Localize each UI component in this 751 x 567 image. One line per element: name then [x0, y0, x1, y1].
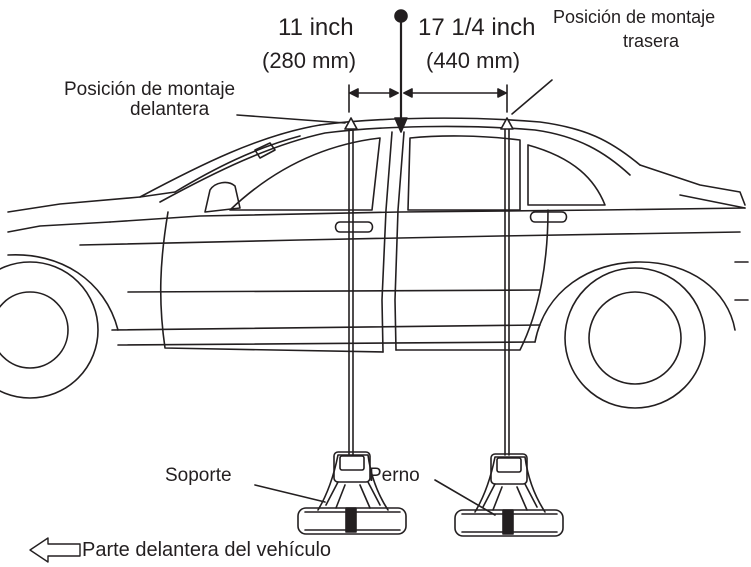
rear-dim-arrowhead-right-icon: [497, 88, 507, 98]
rear-bracket-arms: [482, 483, 538, 511]
hood-line: [7, 191, 176, 213]
rocker-bottom: [117, 341, 536, 346]
front-spacing-inch: 11 inch: [278, 14, 354, 41]
rear-spacing-inch: 17 1/4 inch: [418, 14, 536, 41]
lower-line: [127, 289, 541, 293]
rear-spacing-mm: (440 mm): [426, 48, 521, 73]
bracket-leader: [254, 484, 326, 503]
dot-arrow-down-icon: [394, 9, 408, 133]
roof-inner-line: [159, 125, 631, 203]
bolt-leader: [434, 479, 496, 516]
front-mount-triangle-icon: [344, 117, 358, 130]
side-mirror: [204, 181, 241, 213]
rear-bolt-icon: [502, 509, 514, 535]
roof-line: [319, 117, 641, 166]
rear-wheel-arch: [534, 261, 736, 343]
b-pillar: [381, 131, 393, 353]
front-bracket-top: [333, 451, 371, 483]
front-dim-arrowhead-left-icon: [349, 88, 359, 98]
front-door: [159, 211, 384, 353]
rear-door-handle: [529, 211, 568, 223]
front-bracket: [297, 451, 407, 535]
dimension-lines: [348, 84, 508, 113]
rear-bracket-body: [474, 456, 546, 513]
front-direction-label: Parte delantera del vehículo: [82, 539, 332, 561]
rear-wheel-rim: [588, 291, 682, 385]
arrow-left-outline-icon: [29, 537, 81, 563]
front-bumper: [7, 221, 111, 233]
rear-wheel: [564, 267, 706, 409]
car-body: [0, 117, 749, 409]
front-mount-label-line2: delantera: [130, 99, 210, 120]
rear-bracket-top: [490, 453, 528, 485]
rear-mount-label-line1: Posición de montaje: [553, 7, 716, 27]
belt-line: [109, 207, 746, 223]
bolt-label: Perno: [369, 465, 420, 486]
front-wheel-arch: [7, 254, 119, 331]
rear-mount-label-line2: trasera: [623, 31, 680, 51]
front-door-window: [229, 137, 381, 211]
front-bolt-icon: [345, 507, 357, 533]
rear-bracket: [454, 453, 564, 537]
rear-quarter-window: [527, 144, 606, 206]
rear-mount-leader: [511, 79, 553, 115]
trunk-lower: [679, 194, 746, 209]
front-wheel: [0, 261, 99, 399]
front-wheel-rim: [0, 291, 69, 369]
windshield: [139, 124, 321, 198]
front-mount-leader: [236, 114, 346, 124]
a-pillar-strip: [254, 142, 276, 159]
front-mount-label-line1: Posición de montaje: [64, 79, 236, 100]
trunk-line: [639, 164, 746, 206]
rear-bumper: [734, 261, 749, 301]
rear-door-window: [407, 135, 521, 211]
rear-dim-arrowhead-left-icon: [403, 88, 413, 98]
front-spacing-mm: (280 mm): [262, 48, 357, 73]
b-pillar-outer: [394, 131, 405, 351]
rear-bracket-top-inner: [496, 457, 522, 473]
front-door-handle: [334, 221, 374, 233]
front-bracket-body: [317, 454, 389, 511]
bracket-label: Soporte: [165, 465, 232, 486]
rear-mount-triangle-icon: [500, 117, 514, 130]
rear-door: [395, 209, 549, 351]
front-bracket-arms: [325, 481, 381, 509]
character-line: [79, 231, 741, 246]
front-bracket-top-inner: [339, 455, 365, 471]
rocker-panel: [111, 324, 541, 331]
front-dim-arrowhead-right-icon: [389, 88, 399, 98]
a-pillar: [174, 135, 301, 193]
